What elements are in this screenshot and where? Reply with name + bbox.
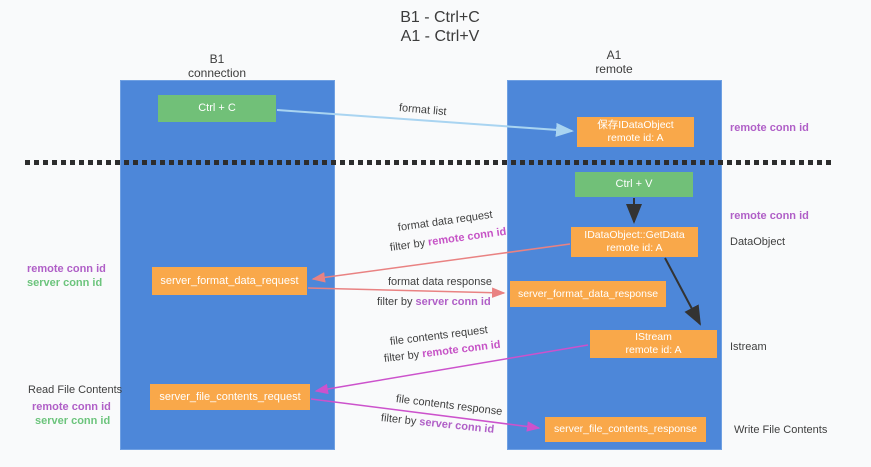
lifeline-header-b1: B1 connection — [157, 52, 277, 80]
diagram-title: B1 - Ctrl+C A1 - Ctrl+V — [330, 8, 550, 46]
file-response-label: server_file_contents_response — [553, 423, 697, 435]
format-request-label: server_format_data_request — [160, 274, 299, 287]
file-contents-response-filter-label: filter by server conn id — [380, 412, 494, 436]
diagram-title-line2: A1 - Ctrl+V — [400, 28, 480, 45]
right-remote-conn-id-top-label: remote conn id — [730, 122, 809, 134]
ctrl-v-label: Ctrl + V — [615, 178, 653, 190]
filter-by-text: filter by — [377, 296, 416, 308]
lifeline-b1-role: connection — [187, 66, 247, 80]
filter-by-text: filter by — [380, 412, 420, 428]
file-request-label: server_file_contents_request — [159, 390, 301, 403]
write-file-contents-label: Write File Contents — [734, 424, 828, 436]
file-response-node: server_file_contents_response — [545, 417, 706, 442]
lifeline-a1-name: A1 — [606, 48, 622, 62]
save-dataobject-node: 保存IDataObject remote id: A — [577, 117, 694, 147]
read-file-contents-label: Read File Contents — [28, 384, 123, 396]
getdata-line1: IDataObject::GetData — [584, 229, 685, 241]
format-data-response-label: format data response — [388, 276, 492, 288]
save-dataobject-line2: remote id: A — [607, 132, 664, 144]
left-remote-conn-id-bottom-label: remote conn id — [32, 401, 111, 413]
lifeline-b1-name: B1 — [209, 52, 225, 66]
istream-node: IStream remote id: A — [590, 330, 717, 358]
dataobject-label: DataObject — [730, 236, 786, 248]
remote-conn-id-key: remote conn id — [427, 225, 508, 249]
left-remote-conn-id-mid-label: remote conn id — [27, 263, 106, 275]
file-request-node: server_file_contents_request — [150, 384, 310, 410]
istream-side-label: Istream — [730, 341, 767, 353]
getdata-node: IDataObject::GetData remote id: A — [571, 227, 698, 257]
left-server-conn-id-mid-label: server conn id — [27, 277, 103, 289]
format-response-node: server_format_data_response — [510, 281, 666, 307]
save-dataobject-line1: 保存IDataObject — [597, 119, 674, 131]
istream-line1: IStream — [635, 331, 672, 343]
format-list-label: format list — [398, 102, 448, 119]
ctrl-c-node: Ctrl + C — [158, 95, 276, 122]
filter-by-text: filter by — [383, 348, 423, 365]
dashed-divider-line — [25, 160, 833, 165]
ctrl-c-label: Ctrl + C — [198, 102, 236, 114]
right-remote-conn-id-mid-label: remote conn id — [730, 210, 809, 222]
istream-line2: remote id: A — [625, 344, 682, 356]
getdata-line2: remote id: A — [606, 242, 663, 254]
ctrl-v-node: Ctrl + V — [575, 172, 693, 197]
diagram-title-line1: B1 - Ctrl+C — [400, 9, 480, 26]
filter-by-text: filter by — [389, 236, 429, 254]
format-data-response-filter-label: filter by server conn id — [377, 296, 491, 308]
server-conn-id-key: server conn id — [415, 296, 491, 308]
format-response-label: server_format_data_response — [517, 287, 659, 300]
left-server-conn-id-bottom-label: server conn id — [35, 415, 111, 427]
lifeline-a1-role: remote — [595, 62, 633, 76]
server-conn-id-key: server conn id — [418, 416, 495, 436]
format-data-response-arrow — [307, 287, 506, 298]
format-request-node: server_format_data_request — [152, 267, 307, 295]
lifeline-header-a1: A1 remote — [554, 48, 674, 76]
